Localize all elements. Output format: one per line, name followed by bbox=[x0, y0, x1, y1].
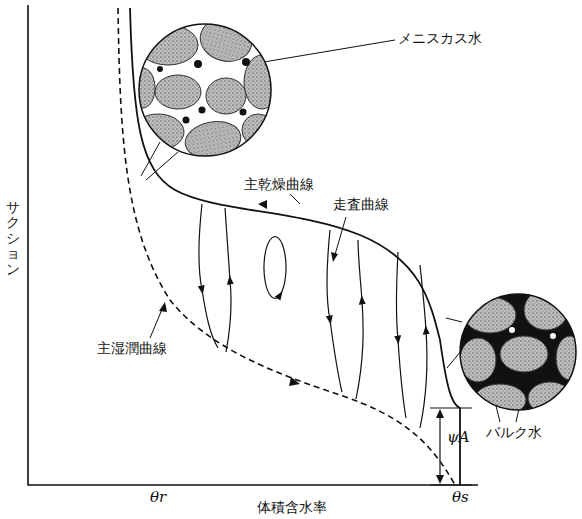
axis-label: サクション bbox=[6, 200, 20, 277]
axis-tick-label: θs bbox=[452, 488, 469, 506]
curve-label: 走査曲線 bbox=[332, 196, 390, 213]
axis-tick-label: θr bbox=[150, 488, 166, 506]
axis-label: 体積含水率 bbox=[257, 499, 327, 516]
annotation-label: バルク水 bbox=[486, 424, 542, 441]
curve-label: 主湿潤曲線 bbox=[96, 340, 168, 357]
annotation-label: メニスカス水 bbox=[398, 30, 482, 47]
dimension-label: ψA bbox=[447, 428, 470, 446]
curve-label: 主乾燥曲線 bbox=[243, 176, 315, 193]
